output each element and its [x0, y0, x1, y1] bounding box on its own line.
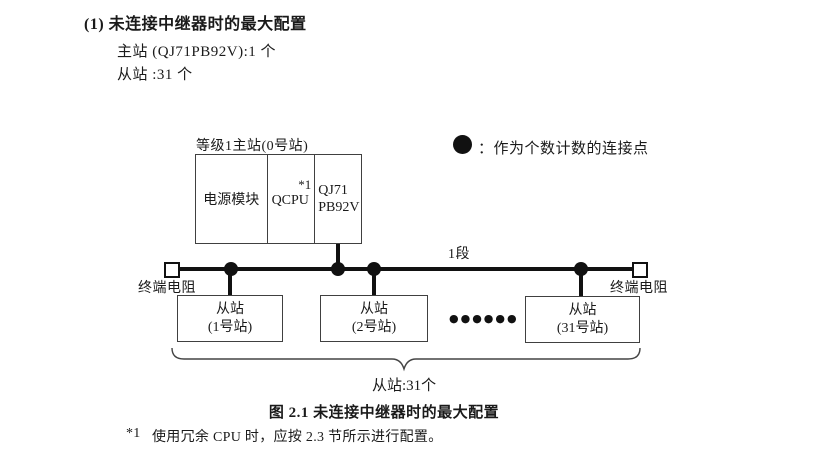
slaves-brace: [171, 347, 641, 372]
master-drop-line: [336, 244, 340, 268]
master-station-box: 电源模块 *1 QCPU QJ71 PB92V: [195, 154, 362, 244]
ellipsis-dots: ●●●●●●: [449, 312, 519, 325]
slave2-drop-line: [372, 270, 376, 296]
slave-station-2-line2: (2号站): [351, 319, 397, 335]
footnote-text: 使用冗余 CPU 时，应按 2.3 节所示进行配置。: [152, 430, 443, 445]
bus-trunk-line: [171, 267, 638, 271]
footnote-marker: *1: [126, 426, 141, 441]
slave31-drop-line: [579, 270, 583, 297]
qj71pb92v-label-line2: PB92V: [318, 200, 360, 215]
connection-point-dot: [224, 262, 238, 276]
slave-count-line: 从站 :31 个: [117, 67, 193, 83]
legend-entry: ：作为个数计数的连接点: [478, 137, 649, 158]
segment-label: 1段: [448, 247, 470, 262]
terminating-resistor-icon-left: [164, 262, 180, 278]
slave-station-1-line2: (1号站): [207, 319, 253, 335]
slave-station-31-line1: 从站: [568, 302, 597, 318]
master-station-label: 等级1主站(0号站): [196, 139, 309, 154]
brace-label: 从站:31个: [372, 378, 437, 394]
terminating-resistor-label-right: 终端电阻: [610, 281, 668, 296]
qcpu-label: QCPU: [271, 193, 309, 208]
connection-point-dot: [367, 262, 381, 276]
master-count-line: 主站 (QJ71PB92V):1 个: [117, 44, 277, 60]
section-heading: (1) 未连接中继器时的最大配置: [84, 16, 307, 33]
slave-station-31-box: 从站 (31号站): [525, 296, 640, 343]
power-module-label: 电源模块: [203, 193, 260, 208]
qj71pb92v-cell: QJ71 PB92V: [314, 155, 361, 243]
slave1-drop-line: [228, 270, 232, 296]
slave-station-31-line2: (31号站): [556, 320, 609, 336]
terminating-resistor-label-left: 终端电阻: [138, 281, 196, 296]
counted-connection-point-icon: [453, 135, 472, 154]
slave-station-1-box: 从站 (1号站): [177, 295, 283, 342]
terminating-resistor-icon-right: [632, 262, 648, 278]
slave-station-1-line1: 从站: [216, 301, 244, 317]
qcpu-footnote-ref: *1: [298, 177, 312, 192]
qj71pb92v-label-line1: QJ71: [318, 183, 348, 198]
slave-station-2-box: 从站 (2号站): [320, 295, 428, 342]
qcpu-cell: *1 QCPU: [266, 155, 315, 243]
power-module-cell: 电源模块: [196, 155, 267, 243]
legend-label: 作为个数计数的连接点: [493, 141, 649, 157]
connection-point-dot: [331, 262, 345, 276]
connection-point-dot: [574, 262, 588, 276]
slave-station-2-line1: 从站: [360, 301, 388, 317]
figure-caption: 图 2.1 未连接中继器时的最大配置: [268, 405, 500, 421]
legend-separator: ：: [478, 141, 494, 157]
